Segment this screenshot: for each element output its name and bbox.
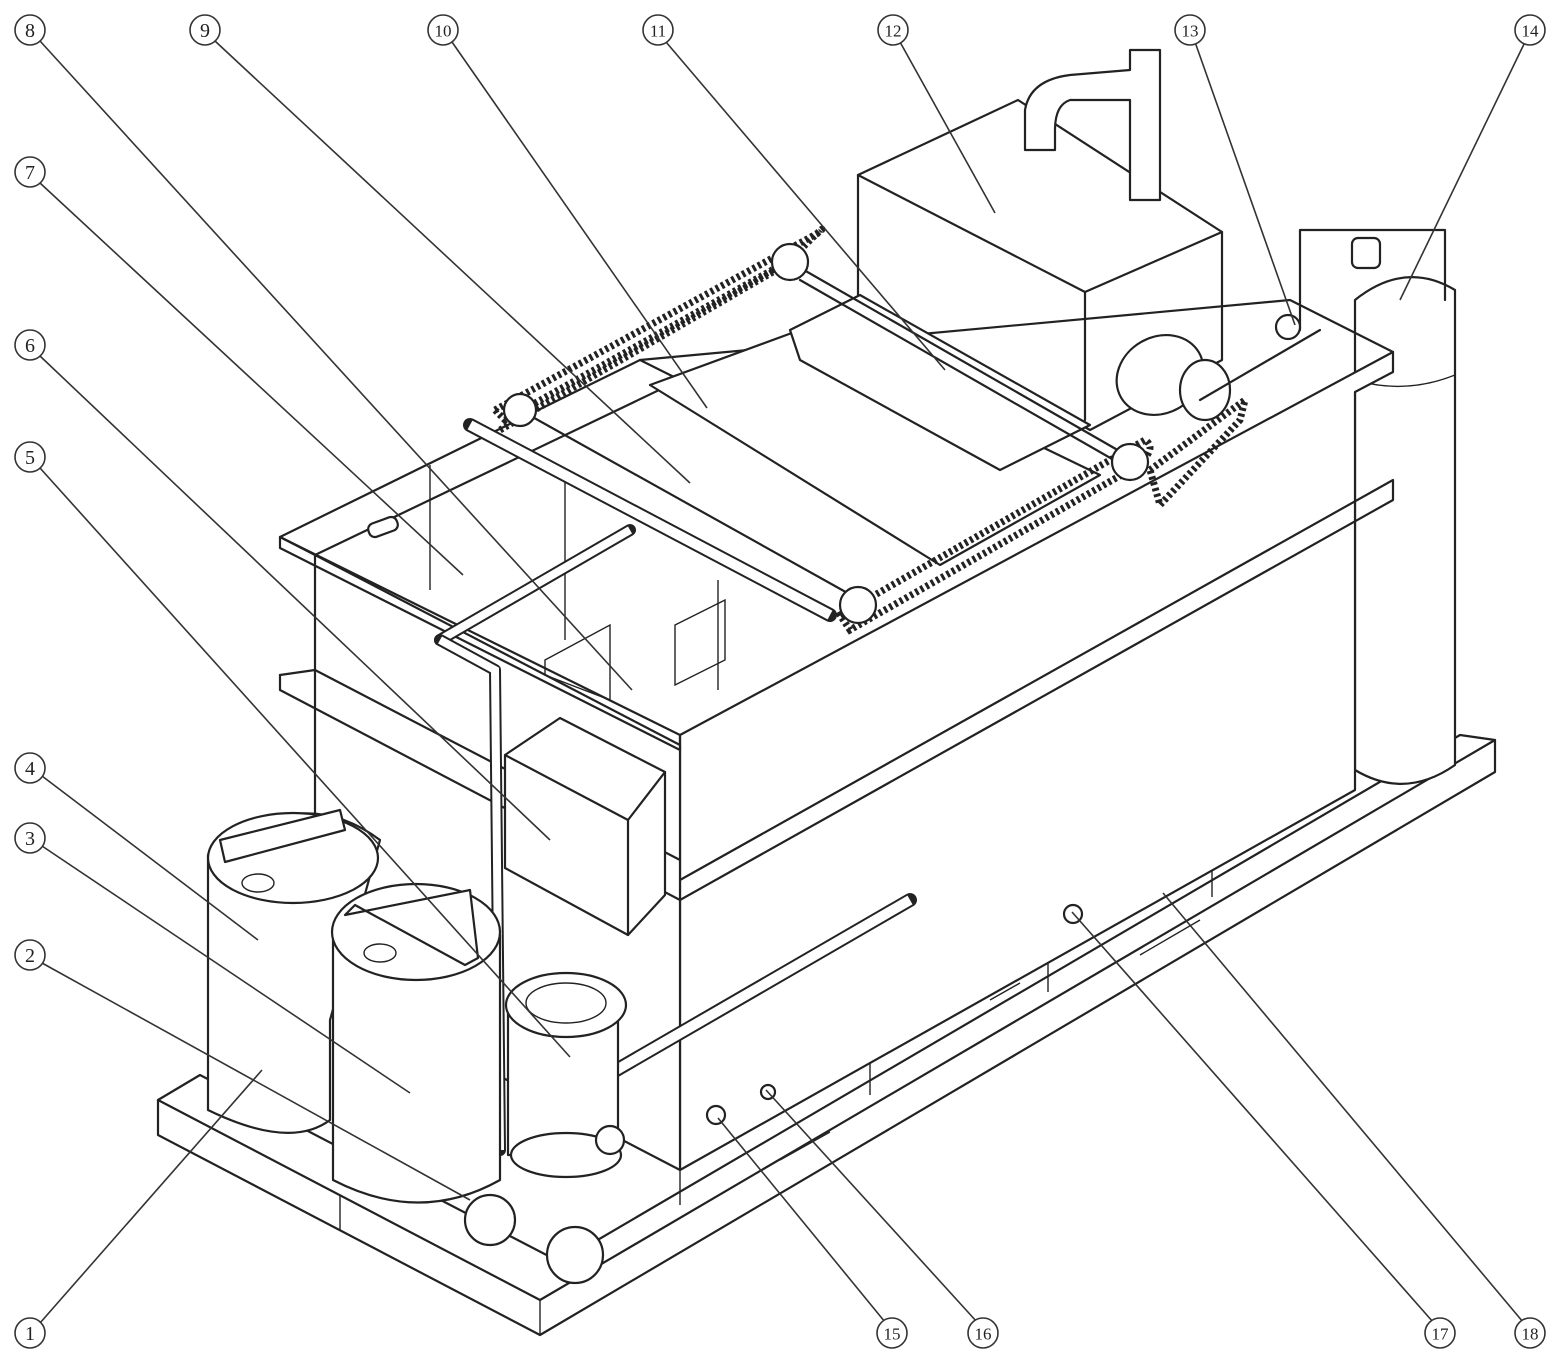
callout-13: 13 [1175,15,1205,45]
callout-8: 8 [15,15,45,45]
callout-10: 10 [428,15,458,45]
svg-text:2: 2 [25,945,35,967]
svg-text:6: 6 [25,335,35,357]
callout-3: 3 [15,823,45,853]
svg-text:14: 14 [1522,22,1540,41]
svg-text:4: 4 [25,758,35,780]
callout-6: 6 [15,330,45,360]
svg-text:11: 11 [650,22,666,41]
svg-text:5: 5 [25,447,35,469]
dosing-tank-3 [332,884,500,1203]
svg-text:9: 9 [200,20,210,42]
svg-text:18: 18 [1522,1325,1539,1344]
callout-18: 18 [1515,1318,1545,1348]
svg-text:3: 3 [25,828,35,850]
svg-text:16: 16 [975,1325,992,1344]
callout-14: 14 [1515,15,1545,45]
svg-text:13: 13 [1182,22,1199,41]
callout-15: 15 [877,1318,907,1348]
svg-text:8: 8 [25,20,35,42]
callout-16: 16 [968,1318,998,1348]
callout-17: 17 [1425,1318,1455,1348]
callout-1: 1 [15,1318,45,1348]
callout-5: 5 [15,442,45,472]
svg-text:15: 15 [884,1325,901,1344]
callout-12: 12 [878,15,908,45]
svg-text:12: 12 [885,22,902,41]
callout-9: 9 [190,15,220,45]
callout-7: 7 [15,157,45,187]
svg-text:17: 17 [1432,1325,1450,1344]
callout-2: 2 [15,940,45,970]
svg-text:1: 1 [25,1323,35,1345]
svg-text:10: 10 [435,22,452,41]
svg-text:7: 7 [25,162,35,184]
callout-11: 11 [643,15,673,45]
callout-4: 4 [15,753,45,783]
